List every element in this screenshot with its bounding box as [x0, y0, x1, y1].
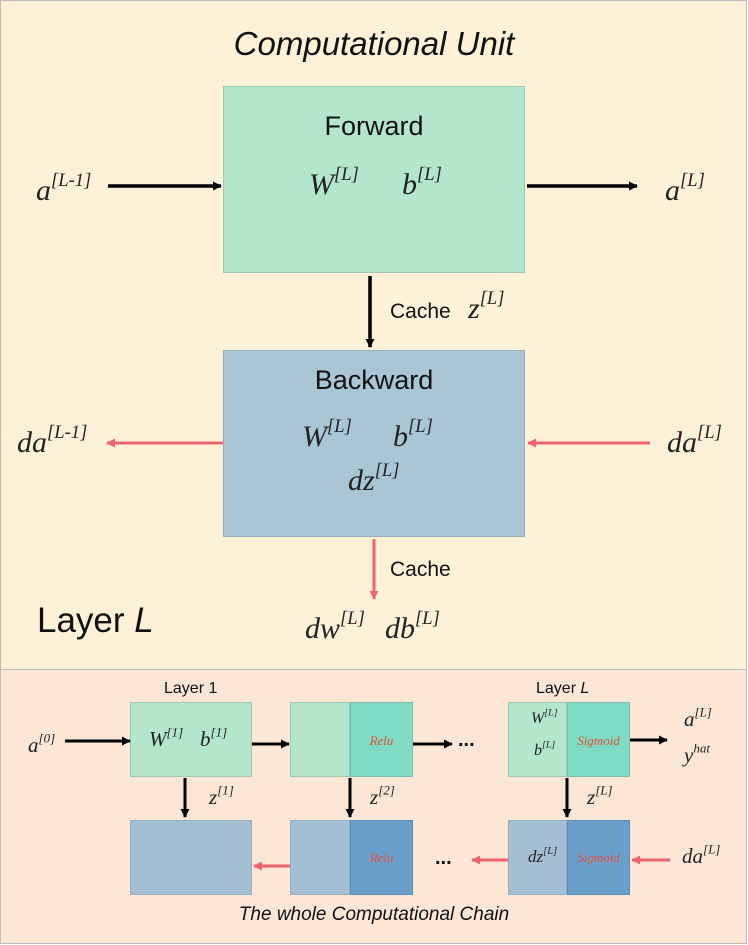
chain-forward-layer-2-linear	[290, 702, 350, 777]
cache-z: z[L]	[468, 288, 505, 325]
backward-label: Backward	[314, 365, 434, 395]
forward-bias-b: b[L]	[402, 164, 442, 201]
gradient-in: da[L]	[667, 422, 722, 459]
chain-relu-forward: Relu	[369, 733, 394, 748]
weight-gradient-dw: dw[L]	[305, 608, 365, 645]
chain-layer-L-w: W[L]	[531, 707, 558, 727]
chain-gradient-in: da[L]	[682, 841, 721, 868]
chain-output-a: a[L]	[684, 704, 712, 731]
chain-backward-layer-2-relu	[350, 820, 413, 895]
cache-label: Cache	[390, 300, 451, 323]
chain-layer-1-w: W[1]	[149, 724, 184, 751]
layer-1-label: Layer 1	[164, 680, 218, 697]
chain-input-a0: a[0]	[28, 730, 56, 757]
chain-cache-z2: z[2]	[370, 782, 395, 809]
output-activation: a[L]	[665, 170, 705, 207]
forward-label: Forward	[324, 111, 424, 141]
cache-label-2: Cache	[390, 558, 451, 581]
chain-ellipsis-forward: ...	[458, 729, 475, 751]
chain-backward-layer-1	[130, 820, 252, 895]
chain-output-yhat: yhat	[684, 740, 710, 767]
backward-weight-w: W[L]	[302, 416, 352, 453]
chain-sigmoid-forward: Sigmoid	[577, 733, 620, 748]
chain-sigmoid-backward: Sigmoid	[577, 850, 620, 865]
forward-box	[223, 86, 525, 273]
layer-label: Layer L	[37, 601, 154, 640]
chain-layer-L-b: b[L]	[534, 739, 556, 759]
backward-dz: dz[L]	[348, 460, 400, 497]
chain-forward-layer-2-relu	[350, 702, 413, 777]
chain-caption: The whole Computational Chain	[238, 904, 510, 925]
chain-backward-layer-L-linear	[508, 820, 567, 895]
gradient-out: da[L-1]	[17, 422, 88, 459]
chain-dz-L: dz[L]	[528, 846, 558, 866]
backward-box	[223, 350, 525, 537]
layer-L-label: Layer L	[536, 680, 590, 697]
chain-backward-layer-2-linear	[290, 820, 350, 895]
chain-layer-1-b: b[1]	[200, 724, 228, 751]
input-activation: a[L-1]	[36, 170, 92, 207]
chain-cache-zL: z[L]	[587, 782, 613, 809]
chain-forward-layer-1	[130, 702, 252, 777]
chain-forward-layer-L-sigmoid	[567, 702, 630, 777]
backward-bias-b: b[L]	[393, 416, 433, 453]
chain-ellipsis-backward: ...	[435, 847, 452, 869]
forward-weight-w: W[L]	[309, 164, 359, 201]
chain-backward-layer-L-sigmoid	[567, 820, 630, 895]
chain-relu-backward: Relu	[369, 850, 394, 865]
unit-title: Computational Unit	[233, 25, 515, 62]
chain-forward-layer-L-linear	[508, 702, 567, 777]
bias-gradient-db: db[L]	[385, 608, 440, 645]
chain-cache-z1: z[1]	[209, 782, 234, 809]
